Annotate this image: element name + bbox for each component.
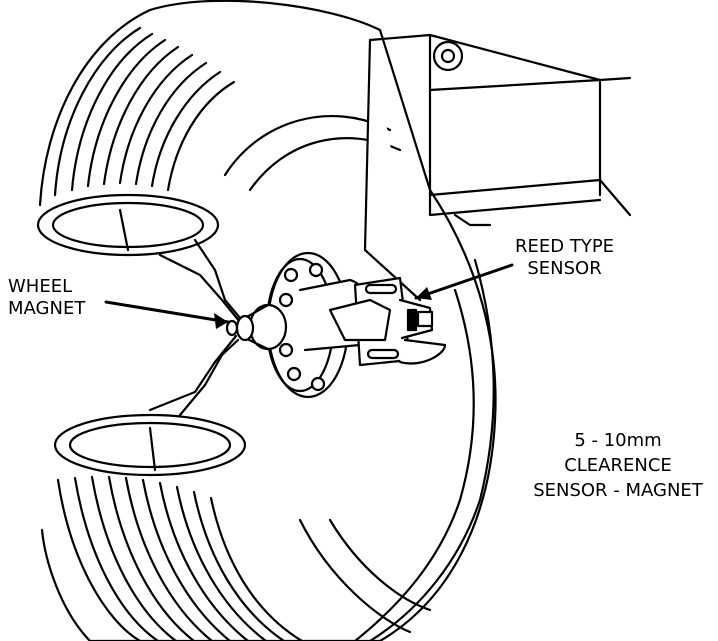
hub (225, 251, 370, 399)
clearance-label: 5 - 10mm CLEARENCE SENSOR - MAGNET (525, 428, 711, 503)
wheel-magnet-label-line2: MAGNET (8, 298, 86, 319)
clearance-word: CLEARENCE (564, 455, 672, 476)
reed-sensor-label-line1: REED TYPE (515, 236, 615, 257)
arrow-wheel-magnet (104, 300, 230, 324)
reed-sensor-label: REED TYPE SENSOR (515, 236, 614, 280)
reed-sensor-label-line2: SENSOR (527, 258, 602, 279)
pointer-arrows (104, 263, 514, 329)
clearance-value: 5 - 10mm (574, 430, 662, 451)
arrow-reed-sensor (414, 263, 514, 300)
reed-sensor (328, 276, 447, 367)
rim (36, 193, 247, 477)
wheel-magnet-label-line1: WHEEL (8, 276, 73, 297)
clearance-subject: SENSOR - MAGNET (533, 480, 703, 501)
wheel-magnet-label: WHEEL MAGNET (8, 276, 85, 320)
